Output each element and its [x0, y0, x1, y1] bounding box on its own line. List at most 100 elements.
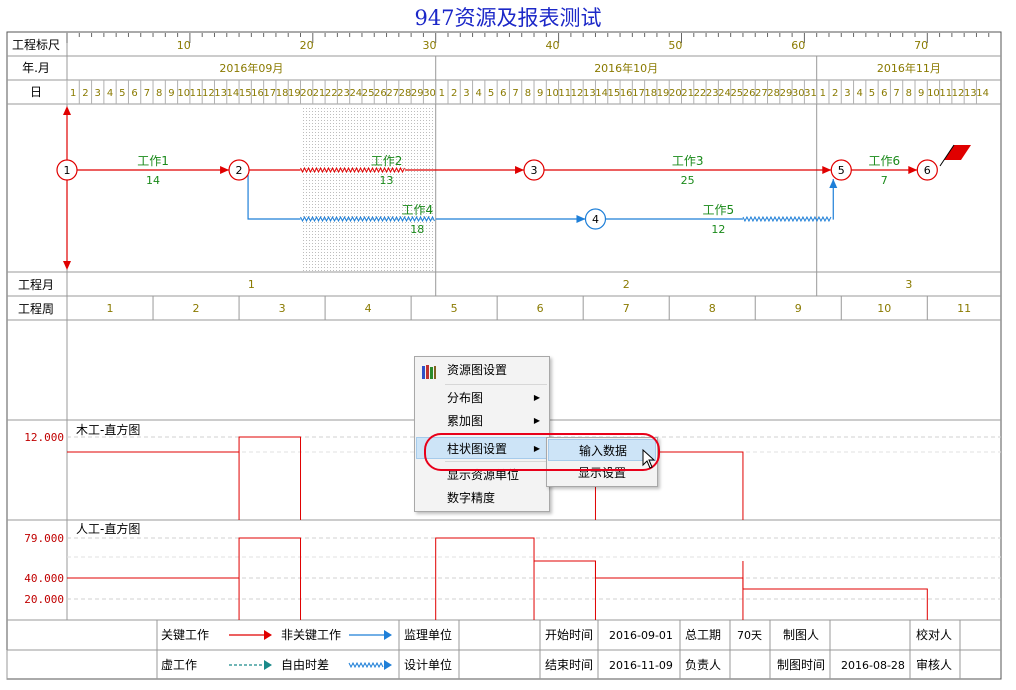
submenu-arrow-icon: ▶ — [533, 444, 540, 453]
day-label: 5 — [119, 88, 125, 99]
day-label: 9 — [537, 88, 543, 99]
day-label: 2 — [832, 88, 838, 99]
day-label: 28 — [399, 88, 412, 99]
menu-item-bar-settings[interactable]: 柱状图设置 ▶ — [416, 437, 548, 459]
day-label: 26 — [743, 88, 756, 99]
day-label: 24 — [349, 88, 362, 99]
legend-float-wave — [348, 661, 384, 669]
day-label: 23 — [337, 88, 350, 99]
legend-dummy-label: 虚工作 — [161, 658, 197, 672]
day-label: 16 — [620, 88, 633, 99]
menu-item-number-precision[interactable]: 数字精度 — [416, 487, 548, 509]
arrow-head — [908, 166, 918, 174]
day-label: 3 — [95, 88, 101, 99]
arrow-head — [63, 106, 71, 115]
month-label: 2016年11月 — [877, 61, 941, 75]
day-label: 5 — [869, 88, 875, 99]
day-label: 22 — [325, 88, 338, 99]
network-node — [584, 208, 607, 230]
day-label: 1 — [70, 88, 76, 99]
free-float-wave — [742, 215, 832, 223]
day-label: 7 — [893, 88, 899, 99]
day-label: 30 — [423, 88, 436, 99]
highlight-annotation — [424, 433, 660, 471]
task-line-5b — [832, 179, 834, 220]
day-label: 20 — [669, 88, 682, 99]
day-label: 8 — [525, 88, 531, 99]
day-label: 19 — [657, 88, 670, 99]
project-week-label: 3 — [279, 302, 286, 315]
ruler-tick-label: 10 — [177, 39, 191, 52]
menu-item-label: 累加图 — [447, 414, 484, 428]
free-float-wave — [300, 166, 405, 174]
submenu-item-input-data[interactable]: 输入数据 — [548, 439, 656, 461]
day-label: 23 — [706, 88, 719, 99]
start-time-value: 2016-09-01 — [609, 629, 673, 642]
total-duration-label: 总工期 — [685, 628, 721, 642]
network-node — [523, 159, 545, 181]
ruler-tick-label: 60 — [791, 39, 805, 52]
ruler-tick-label: 30 — [423, 39, 437, 52]
menu-item-label: 数字精度 — [447, 491, 496, 505]
owner-label: 负责人 — [685, 658, 721, 672]
day-label: 2 — [451, 88, 457, 99]
day-label: 29 — [411, 88, 424, 99]
project-week-label: 6 — [537, 302, 544, 315]
day-label: 5 — [488, 88, 494, 99]
menu-item-resource-settings[interactable]: 资源图设置 — [416, 359, 548, 381]
day-label: 28 — [767, 88, 780, 99]
day-label: 12 — [202, 88, 215, 99]
legend-float-arrow — [384, 660, 392, 670]
network-node-label: 2 — [236, 164, 243, 177]
reviewer-label: 审核人 — [916, 657, 952, 672]
project-week-label: 1 — [107, 302, 114, 315]
task-line-4 — [247, 175, 301, 220]
arrow-head — [515, 166, 525, 174]
project-week-label: 9 — [795, 302, 802, 315]
menu-separator — [445, 384, 547, 385]
day-row-label: 日 — [30, 85, 42, 99]
network-node-label: 6 — [924, 164, 931, 177]
project-month-label: 2 — [623, 278, 630, 291]
day-label: 8 — [156, 88, 162, 99]
task-duration: 25 — [681, 174, 695, 187]
day-label: 4 — [476, 88, 482, 99]
day-label: 14 — [595, 88, 608, 99]
wood-histogram — [67, 436, 302, 520]
project-week-label: 8 — [709, 302, 716, 315]
task-name: 工作5 — [703, 203, 735, 217]
day-label: 7 — [144, 88, 150, 99]
network-node-label: 1 — [64, 164, 71, 177]
end-time-value: 2016-11-09 — [609, 659, 673, 672]
ruler-tick-label: 70 — [914, 39, 928, 52]
network-node — [56, 159, 78, 181]
arrow-head — [829, 179, 838, 188]
end-flag-pole — [939, 144, 955, 167]
menu-item-distribution[interactable]: 分布图 ▶ — [416, 387, 548, 409]
project-week-label: 10 — [877, 302, 891, 315]
day-label: 14 — [976, 88, 989, 99]
day-label: 13 — [964, 88, 977, 99]
day-label: 3 — [463, 88, 469, 99]
labor-histogram — [435, 537, 928, 620]
project-week-label: 4 — [365, 302, 372, 315]
day-label: 26 — [374, 88, 387, 99]
legend-critical-label: 关键工作 — [161, 628, 209, 642]
menu-item-show-resource-unit[interactable]: 显示资源单位 — [416, 464, 548, 486]
legend-critical-arrow — [264, 630, 272, 640]
day-label: 10 — [927, 88, 940, 99]
day-label: 9 — [918, 88, 924, 99]
day-label: 17 — [263, 88, 276, 99]
day-label: 12 — [952, 88, 965, 99]
network-node-label: 4 — [592, 213, 599, 226]
menu-item-cumulative[interactable]: 累加图 ▶ — [416, 410, 548, 432]
day-label: 4 — [857, 88, 863, 99]
task-duration: 14 — [146, 174, 160, 187]
task-duration: 12 — [711, 223, 725, 236]
project-month-label: 3 — [905, 278, 912, 291]
